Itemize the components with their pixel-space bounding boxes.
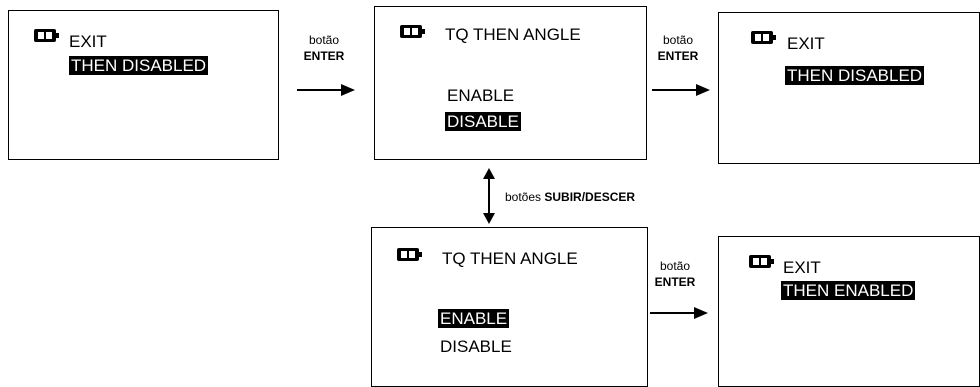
screen-title: TQ THEN ANGLE [445,25,581,44]
screen-tq-then-angle-enable: TQ THEN ANGLE ENABLE DISABLE [371,227,648,387]
screen-title: EXIT [69,32,107,51]
label-text: botões [505,190,545,204]
battery-icon [749,255,774,268]
enter-button-label: botão ENTER [645,258,705,290]
arrow-right-icon [652,84,710,96]
label-text: botão [662,33,694,47]
arrow-right-icon [650,307,708,319]
battery-icon [400,25,425,38]
battery-icon [751,31,776,44]
screen-title: TQ THEN ANGLE [442,249,578,268]
screen-exit-disabled: EXIT THEN DISABLED [718,12,980,164]
screen-title: EXIT [783,258,821,277]
label-text: botão [659,259,691,273]
label-key: ENTER [657,49,699,63]
updown-buttons-label: botões SUBIR/DESCER [505,189,635,205]
option-disable: DISABLE [440,337,512,356]
label-key: ENTER [654,275,696,289]
screen-tq-then-angle-disable: TQ THEN ANGLE ENABLE DISABLE [374,6,647,160]
screen-exit-disabled: EXIT THEN DISABLED [8,10,279,160]
screen-title: EXIT [787,34,825,53]
battery-icon [34,29,59,42]
screen-exit-enabled: EXIT THEN ENABLED [718,236,980,387]
arrow-up-down-icon [483,168,495,224]
arrow-right-icon [297,84,355,96]
screen-line-highlighted: THEN DISABLED [69,56,209,75]
label-text: botão [308,33,340,47]
enter-button-label: botão ENTER [294,32,354,64]
option-enable: ENABLE [447,86,515,105]
option-disable-highlighted: DISABLE [445,112,521,131]
battery-icon [397,248,422,261]
option-enable-highlighted: ENABLE [438,309,510,328]
screen-line-highlighted: THEN ENABLED [781,281,916,300]
label-key: ENTER [303,49,345,63]
screen-line-highlighted: THEN DISABLED [785,66,925,85]
label-key: SUBIR/DESCER [544,190,636,204]
enter-button-label: botão ENTER [648,32,708,64]
